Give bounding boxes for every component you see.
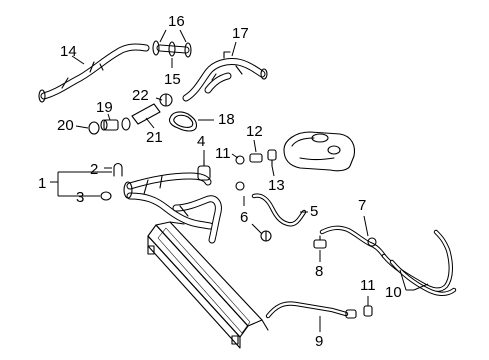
callout-15: 15 xyxy=(164,71,181,88)
callout-22: 22 xyxy=(132,87,149,104)
expansion-tank xyxy=(283,131,356,172)
hose-7 xyxy=(319,225,387,259)
thermostat-22 xyxy=(159,93,173,107)
fitting-19 xyxy=(100,119,119,131)
callout-9: 9 xyxy=(315,333,323,350)
callout-2: 2 xyxy=(90,161,98,178)
callout-labels: 1 2 3 4 5 6 7 8 9 10 11 11 12 13 14 15 1… xyxy=(38,13,402,350)
bolt-12 xyxy=(249,153,263,163)
clamp-2 xyxy=(113,162,123,177)
gasket-inner xyxy=(173,114,194,128)
callout-18: 18 xyxy=(218,111,235,128)
callout-3: 3 xyxy=(76,189,84,206)
coolant-pipe-upper-left xyxy=(38,43,150,103)
callout-21: 21 xyxy=(146,129,163,146)
callout-5: 5 xyxy=(310,203,318,220)
sensor-13 xyxy=(267,149,277,167)
cap-8 xyxy=(313,235,327,249)
callout-8: 8 xyxy=(315,263,323,280)
callout-16: 16 xyxy=(168,13,185,30)
leader-lines xyxy=(50,29,429,332)
clip-11-upper xyxy=(235,155,245,165)
callout-11-upper: 11 xyxy=(215,145,231,162)
callout-14: 14 xyxy=(60,43,77,60)
callout-11-lower: 11 xyxy=(360,277,376,294)
callout-10: 10 xyxy=(385,284,402,301)
pipe-21 xyxy=(121,103,161,131)
radiator xyxy=(147,221,269,349)
coolant-pipe-assembly xyxy=(123,172,222,244)
callout-13: 13 xyxy=(268,177,285,194)
gasket xyxy=(168,111,198,132)
clip-11-lower xyxy=(363,305,373,317)
coolant-pipe-17 xyxy=(182,51,268,102)
coolant-hose-15 xyxy=(152,40,192,58)
hose-5 xyxy=(235,181,307,227)
callout-17: 17 xyxy=(232,25,249,42)
callout-20: 20 xyxy=(57,117,74,134)
clamp-6 xyxy=(260,230,272,242)
callout-19: 19 xyxy=(96,99,113,116)
callout-4: 4 xyxy=(197,133,205,150)
callout-12: 12 xyxy=(246,123,263,140)
hose-9 xyxy=(265,301,357,319)
o-ring-3 xyxy=(100,191,112,201)
callout-1: 1 xyxy=(38,175,46,192)
hose-10 xyxy=(381,229,457,296)
callout-7: 7 xyxy=(358,197,366,214)
cap-20 xyxy=(88,121,100,135)
callout-6: 6 xyxy=(240,209,248,226)
